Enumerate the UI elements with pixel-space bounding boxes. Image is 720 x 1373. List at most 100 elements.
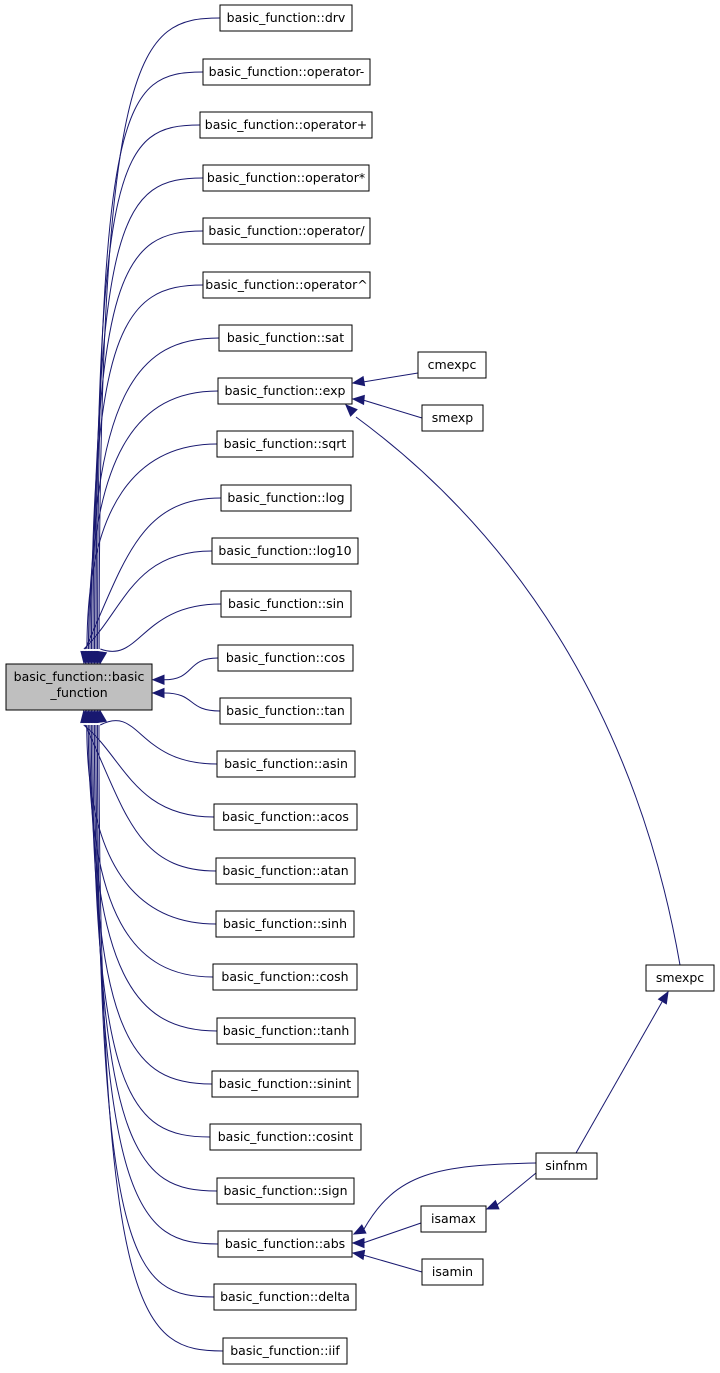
node-sinint[interactable]: basic_function::sinint <box>211 1070 359 1098</box>
node-asin-box <box>216 750 356 778</box>
node-sinfnm-label: sinfnm <box>545 1158 587 1173</box>
edge-line-exp <box>87 390 219 650</box>
node-sign-label: basic_function::sign <box>223 1183 347 1198</box>
edge-smexpc-exp <box>345 404 681 966</box>
node-sinh-label: basic_function::sinh <box>223 916 347 931</box>
node-sqrt-box <box>216 430 354 458</box>
edge-line-abs <box>95 724 219 1245</box>
node-delta-box <box>213 1283 357 1311</box>
node-asin-label: basic_function::asin <box>224 756 348 771</box>
node-drv[interactable]: basic_function::drv <box>219 4 353 32</box>
edge-line-log10 <box>83 550 213 650</box>
node-isamin-box <box>421 1258 484 1286</box>
node-cos[interactable]: basic_function::cos <box>217 644 354 672</box>
edge-sin <box>96 603 222 665</box>
edge-line-op_plus <box>95 124 201 650</box>
node-op_minus-box <box>202 58 371 86</box>
node-sinfnm[interactable]: sinfnm <box>535 1152 598 1180</box>
node-exp[interactable]: basic_function::exp <box>217 377 353 405</box>
arrowhead-iif <box>95 709 106 724</box>
edge-abs <box>92 709 219 1245</box>
node-isamax[interactable]: isamax <box>420 1205 487 1233</box>
edge-line-isamax-abs <box>362 1222 422 1244</box>
node-exp-label: basic_function::exp <box>225 383 346 398</box>
node-abs[interactable]: basic_function::abs <box>217 1230 353 1258</box>
arrowhead-sin <box>96 650 108 665</box>
node-iif[interactable]: basic_function::iif <box>222 1337 348 1365</box>
node-cosh[interactable]: basic_function::cosh <box>212 963 358 991</box>
node-cmexpc[interactable]: cmexpc <box>417 351 487 379</box>
edge-line-cos <box>163 657 219 681</box>
edge-isamax-abs <box>351 1222 422 1249</box>
node-op_minus[interactable]: basic_function::operator- <box>202 58 371 86</box>
node-log10[interactable]: basic_function::log10 <box>211 537 359 565</box>
node-cosint[interactable]: basic_function::cosint <box>209 1123 362 1151</box>
edge-op_plus <box>92 124 201 665</box>
edge-sqrt <box>83 443 218 665</box>
node-asin[interactable]: basic_function::asin <box>216 750 356 778</box>
edge-line-cmexpc-exp <box>362 372 419 383</box>
edge-line-sin <box>100 603 222 652</box>
edge-cosint <box>89 709 211 1138</box>
node-root[interactable]: basic_function::basic_function <box>5 663 153 711</box>
node-isamin-label: isamin <box>432 1264 473 1279</box>
edge-line-tan <box>163 692 221 712</box>
node-op_plus-label: basic_function::operator+ <box>205 117 367 132</box>
edge-sinfnm-isamax <box>485 1172 537 1210</box>
node-sin-label: basic_function::sin <box>228 596 344 611</box>
node-log[interactable]: basic_function::log <box>220 484 352 512</box>
node-sinh[interactable]: basic_function::sinh <box>215 910 355 938</box>
node-cos-label: basic_function::cos <box>226 650 345 665</box>
edge-line-sinfnm-abs <box>363 1162 537 1230</box>
edge-op_mul <box>90 177 204 665</box>
node-smexpc[interactable]: smexpc <box>645 964 715 992</box>
node-root-label-1: basic_function::basic <box>14 669 145 684</box>
edge-iif <box>95 709 224 1352</box>
node-smexpc-label: smexpc <box>656 970 704 985</box>
edge-line-sinint <box>90 724 213 1085</box>
node-op_plus[interactable]: basic_function::operator+ <box>199 111 373 139</box>
node-tan-label: basic_function::tan <box>226 703 345 718</box>
arrowhead-sinfnm-isamax <box>485 1199 500 1210</box>
edge-line-smexpc-exp <box>355 416 681 966</box>
edge-line-sign <box>93 724 218 1192</box>
node-tanh[interactable]: basic_function::tanh <box>216 1017 356 1045</box>
node-acos[interactable]: basic_function::acos <box>213 803 358 831</box>
node-log-box <box>220 484 352 512</box>
node-op_pow[interactable]: basic_function::operator^ <box>202 271 371 299</box>
node-op_div[interactable]: basic_function::operator/ <box>202 217 371 245</box>
arrowhead-isamax-abs <box>351 1237 365 1249</box>
node-sign-box <box>216 1177 355 1205</box>
node-isamin[interactable]: isamin <box>421 1258 484 1286</box>
node-abs-box <box>217 1230 353 1258</box>
edge-line-op_minus <box>97 71 204 650</box>
node-sin[interactable]: basic_function::sin <box>220 590 352 618</box>
edge-isamin-abs <box>351 1249 423 1273</box>
node-op_minus-label: basic_function::operator- <box>209 64 365 79</box>
arrowhead-sinfnm-abs <box>352 1224 367 1235</box>
edge-line-smexp-exp <box>362 399 423 419</box>
node-op_mul[interactable]: basic_function::operator* <box>202 164 370 192</box>
node-op_mul-box <box>202 164 370 192</box>
edge-asin <box>96 709 218 765</box>
node-smexp[interactable]: smexp <box>421 404 484 432</box>
node-tan-box <box>219 697 352 725</box>
node-atan-box <box>215 857 356 885</box>
node-drv-label: basic_function::drv <box>227 10 346 25</box>
node-cosh-label: basic_function::cosh <box>221 969 348 984</box>
node-sinfnm-box <box>535 1152 598 1180</box>
node-sat[interactable]: basic_function::sat <box>218 324 353 352</box>
node-cosint-label: basic_function::cosint <box>218 1129 354 1144</box>
node-delta[interactable]: basic_function::delta <box>213 1283 357 1311</box>
node-sqrt[interactable]: basic_function::sqrt <box>216 430 354 458</box>
node-op_div-label: basic_function::operator/ <box>208 223 365 238</box>
edge-line-tanh <box>89 724 218 1032</box>
edge-smexp-exp <box>351 394 423 419</box>
node-atan-label: basic_function::atan <box>222 863 348 878</box>
edge-line-isamin-abs <box>362 1254 423 1273</box>
node-tan[interactable]: basic_function::tan <box>219 697 352 725</box>
node-iif-box <box>222 1337 348 1365</box>
node-sign[interactable]: basic_function::sign <box>216 1177 355 1205</box>
node-atan[interactable]: basic_function::atan <box>215 857 356 885</box>
